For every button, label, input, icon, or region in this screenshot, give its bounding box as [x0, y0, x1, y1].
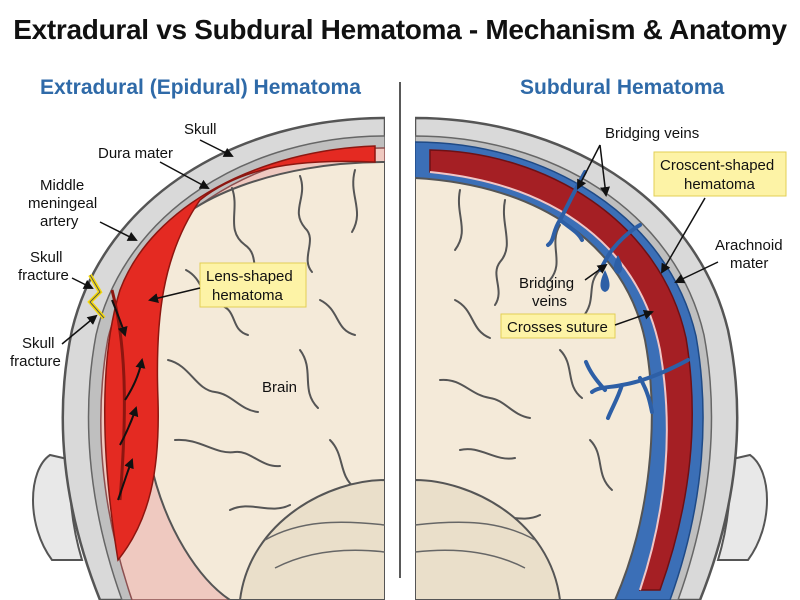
pointer-bridging-top-2 [599, 144, 611, 197]
label-bridging-mid-1: Bridging [519, 275, 574, 292]
bleed-flow-arrows [111, 299, 146, 501]
crescent-callout-box [653, 151, 787, 197]
fracture-outline [89, 274, 105, 319]
pointer-bridging-top-1 [577, 144, 601, 190]
cerebellum-folia-right [415, 521, 536, 569]
label-arachnoid-2: mater [730, 255, 768, 272]
pointer-fracture-2 [61, 314, 98, 345]
label-fracture-2b: fracture [10, 353, 61, 370]
label-artery-1: Middle [40, 177, 84, 194]
pointer-arachnoid [674, 261, 719, 284]
label-skull: Skull [184, 121, 217, 138]
vein-drip-1 [600, 270, 610, 292]
cerebellum-folia [264, 521, 385, 569]
pointer-lens [148, 287, 201, 303]
label-lens-1: Lens-shaped [206, 268, 293, 285]
pointer-dura [159, 161, 210, 189]
label-arachnoid-1: Arachnoid [715, 237, 783, 254]
label-artery-2: meningeal [28, 195, 97, 212]
epidural-labels: Skull Dura mater Middle meningeal artery… [10, 121, 307, 396]
epidural-panel-title: Extradural (Epidural) Hematoma [40, 76, 361, 99]
pointer-crescent [660, 197, 706, 274]
epidural-head [32, 116, 385, 600]
label-dura-mater: Dura mater [98, 145, 173, 162]
vein-drip-2 [613, 255, 623, 274]
lens-callout-box [199, 262, 307, 308]
pointer-fracture-1 [71, 277, 94, 289]
pointer-artery [99, 221, 138, 241]
label-artery-3: artery [40, 213, 79, 230]
label-lens-2: hematoma [212, 287, 284, 304]
label-crescent-2: hematoma [684, 176, 756, 193]
subdural-head [415, 116, 768, 600]
pointer-bridging-mid [584, 263, 608, 281]
subdural-labels: Bridging veins Croscent-shaped hematoma … [500, 125, 787, 339]
label-fracture-1a: Skull [30, 249, 63, 266]
cerebellum-right [415, 478, 562, 600]
epidural-hematoma [104, 145, 376, 562]
label-crescent-1: Croscent-shaped [660, 157, 774, 174]
label-bridging-mid-2: veins [532, 293, 567, 310]
pointer-suture [614, 309, 654, 326]
label-suture: Crosses suture [507, 319, 608, 336]
label-fracture-2a: Skull [22, 335, 55, 352]
label-fracture-1b: fracture [18, 267, 69, 284]
page-title: Extradural vs Subdural Hematoma - Mechan… [13, 14, 787, 45]
brain-gyri-right [439, 189, 613, 521]
cerebellum [238, 478, 385, 600]
arachnoid-membrane [429, 171, 668, 591]
subdural-panel-title: Subdural Hematoma [520, 76, 725, 99]
suture-callout-box [500, 313, 616, 339]
label-brain: Brain [262, 379, 297, 396]
label-bridging-top: Bridging veins [605, 125, 699, 142]
pointer-skull [199, 139, 234, 157]
